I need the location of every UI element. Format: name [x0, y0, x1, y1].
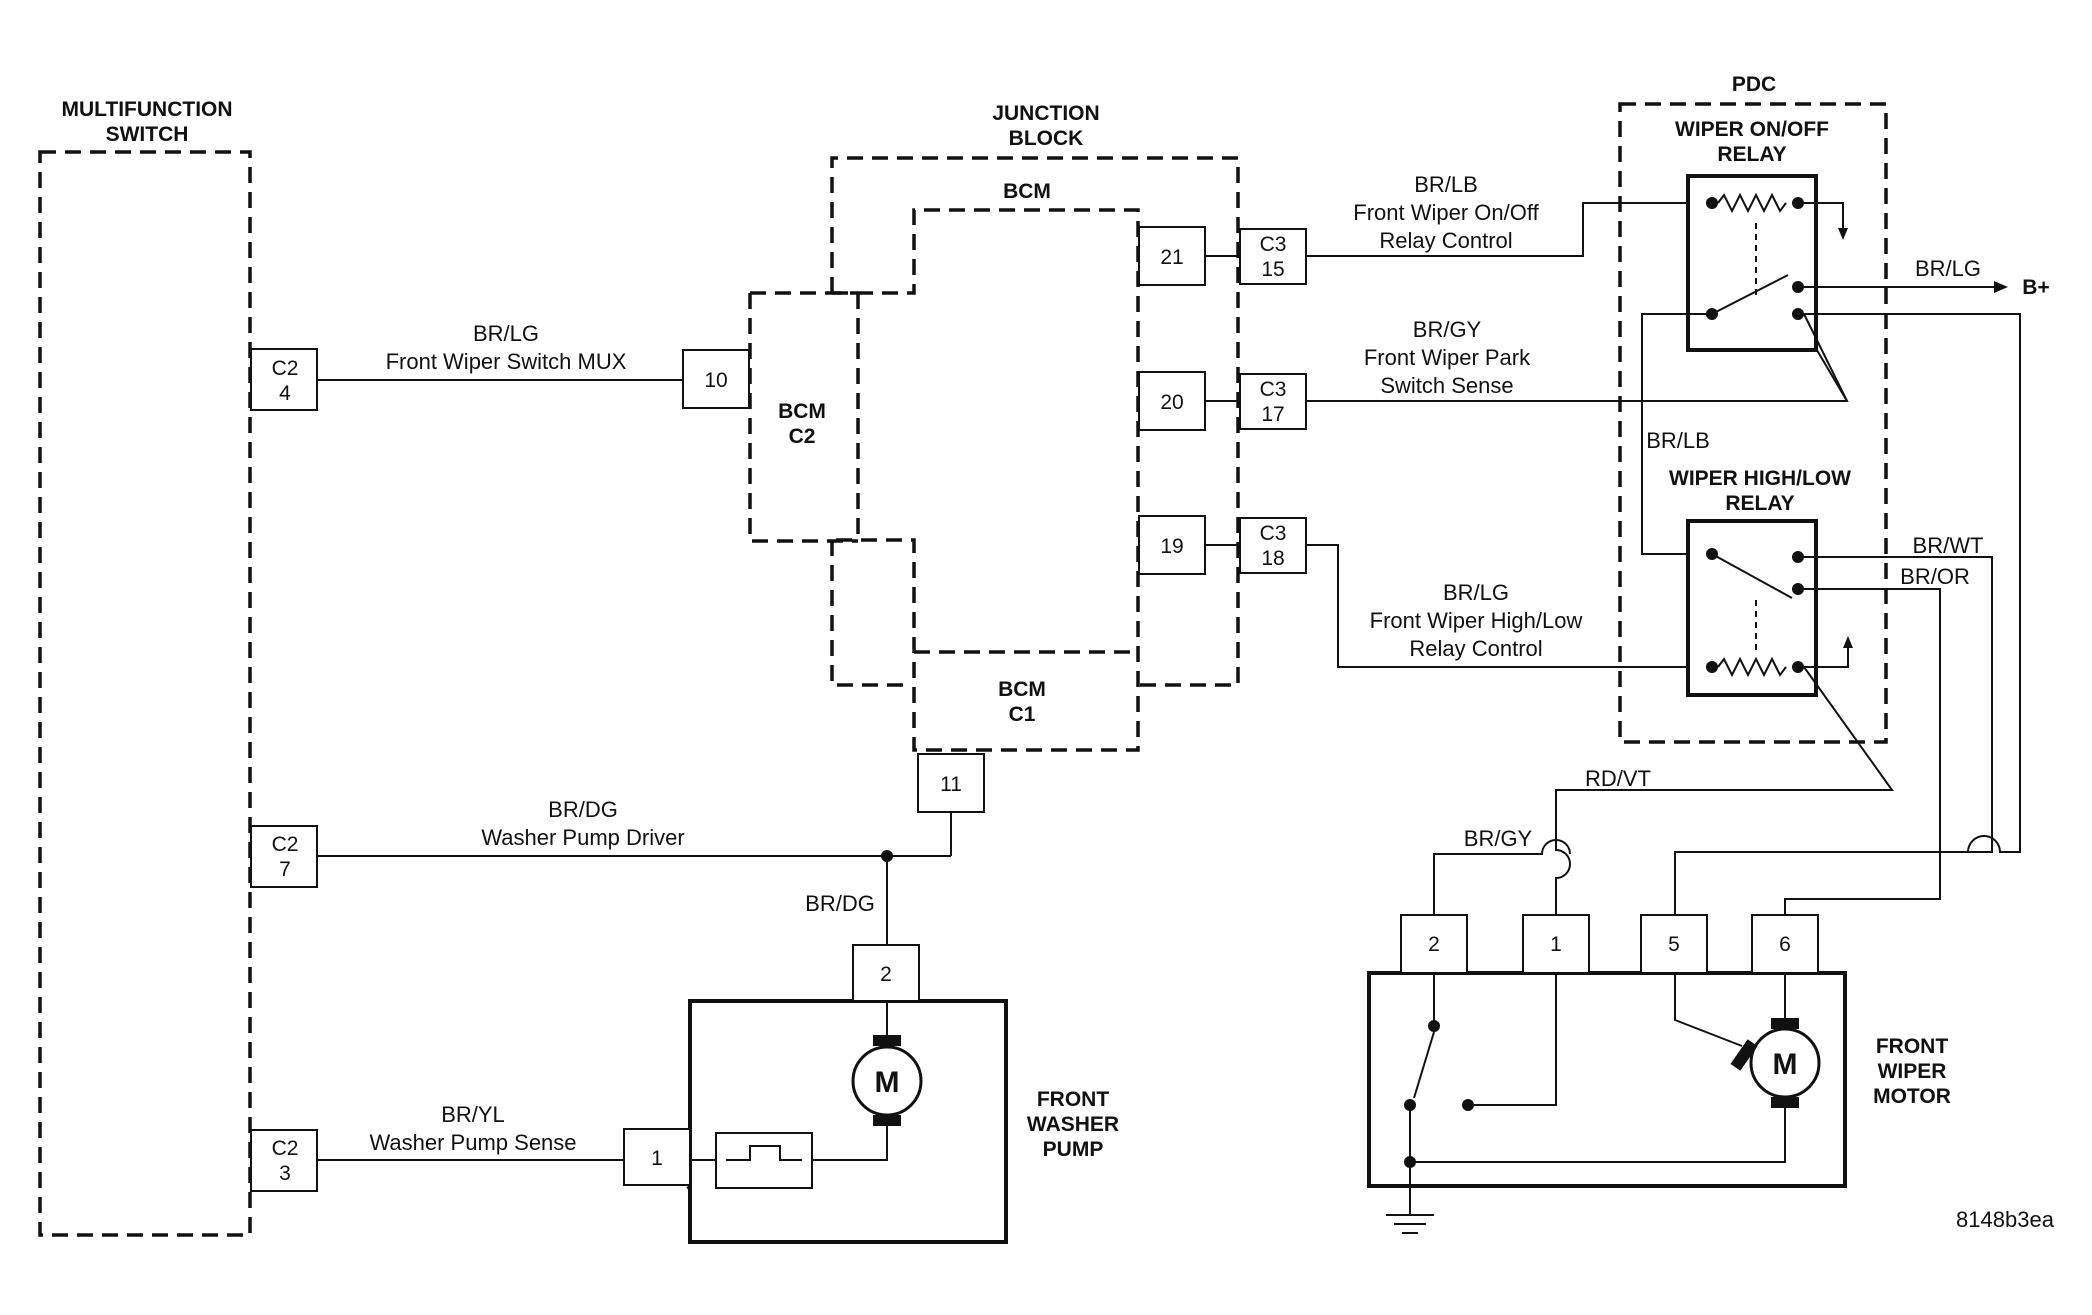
figure-id: 8148b3ea: [1956, 1207, 2055, 1232]
wire-color-label-branch: BR/DG: [805, 891, 875, 916]
front-washer-pump: 2 1 M FRONT WASHER PUMP: [623, 944, 1119, 1244]
wire-motor-pin5: [1674, 851, 1940, 915]
pdc: PDC: [1618, 73, 1888, 744]
multifunction-switch-title-line1: MULTIFUNCTION: [61, 98, 232, 121]
junction-block-title-line2: BLOCK: [1009, 127, 1084, 150]
wiper-highlow-relay: WIPER HIGH/LOW RELAY: [1669, 467, 1853, 697]
bcm-c2-label-line2: C2: [789, 425, 816, 448]
pin-label: 11: [940, 773, 962, 796]
pin-label: 20: [1160, 391, 1183, 414]
wire-color-label: BR/LG: [1915, 256, 1981, 281]
pump-pin-1: 1: [651, 1147, 663, 1170]
wire-color-label: BR/LG: [473, 321, 539, 346]
wire-color-label: BR/WT: [1913, 533, 1984, 558]
motor-pin-1: 1: [1550, 933, 1562, 956]
relay-title-line1: WIPER HIGH/LOW: [1669, 467, 1851, 490]
motor-title-line1: FRONT: [1876, 1035, 1948, 1058]
wire-color-label: BR/LB: [1414, 172, 1478, 197]
wire-high-speed: BR/WT: [1804, 533, 1993, 853]
relay-link-label: BR/LB: [1646, 428, 1710, 453]
wire-color-label: BR/OR: [1900, 564, 1970, 589]
connector-bcm-19: 19: [1138, 515, 1206, 575]
circuit-name-label: Front Wiper Park: [1364, 345, 1531, 370]
wire-front-wiper-switch-mux: BR/LG Front Wiper Switch MUX: [317, 321, 683, 381]
wire-washer-pump-sense: BR/YL Washer Pump Sense: [317, 1102, 624, 1161]
connector-bcm-20: 20: [1138, 371, 1206, 431]
connector-bcm-21: 21: [1138, 226, 1206, 286]
wire-color-label: RD/VT: [1585, 766, 1651, 791]
connector-label: C3: [1260, 378, 1287, 401]
wire-washer-pump-driver: BR/DG Washer Pump Driver BR/DG: [317, 797, 952, 945]
circuit-name-label: Front Wiper On/Off: [1353, 200, 1539, 225]
wire-low-speed: BR/OR: [1784, 564, 1970, 915]
circuit-name-label: Front Wiper Switch MUX: [386, 349, 627, 374]
wire-motor-feed: RD/VT: [1555, 666, 1894, 915]
motor-pin-5: 5: [1668, 933, 1680, 956]
b-plus-feed: BR/LG B+: [1804, 256, 2050, 299]
connector-bcm-c2-10: 10: [682, 349, 750, 409]
wire-color-label: BR/LG: [1443, 580, 1509, 605]
connector-label: C2: [272, 833, 299, 856]
front-wiper-motor: 2 1 5 6 M FRONT WIPER MOTOR: [1367, 914, 1951, 1234]
pump-title-line3: PUMP: [1043, 1138, 1104, 1161]
wire-color-label: BR/GY: [1464, 826, 1533, 851]
wiper-onoff-relay: WIPER ON/OFF RELAY: [1641, 118, 1848, 555]
bcm-c1-label-line2: C1: [1009, 703, 1036, 726]
pump-title-line1: FRONT: [1037, 1088, 1109, 1111]
multifunction-switch: MULTIFUNCTION SWITCH: [38, 98, 252, 1237]
connector-msw-c2-7: C2 7: [250, 825, 318, 888]
bcm-c2-label-line1: BCM: [778, 400, 826, 423]
connector-pin: 7: [279, 858, 291, 881]
connector-jb-c3-17: C3 17: [1239, 373, 1307, 430]
connector-label: C3: [1260, 522, 1287, 545]
connector-jb-c3-15: C3 15: [1239, 228, 1307, 285]
wire-color-label: BR/YL: [441, 1102, 505, 1127]
connector-pin: 3: [279, 1162, 291, 1185]
wire-color-label: BR/DG: [548, 797, 618, 822]
connector-bcm-c1-11: 11: [917, 753, 985, 813]
motor-pin-6: 6: [1779, 933, 1791, 956]
connector-pin: 18: [1261, 547, 1284, 570]
connector-msw-c2-3: C2 3: [250, 1129, 318, 1192]
wiper-motor-symbol: M: [1773, 1048, 1798, 1081]
wire-relay-common: [1804, 313, 2021, 853]
connector-jb-c3-18: C3 18: [1239, 517, 1307, 574]
connector-pin: 15: [1261, 258, 1284, 281]
junction-block-title-line1: JUNCTION: [992, 102, 1099, 125]
connector-label: C2: [272, 357, 299, 380]
motor-title-line3: MOTOR: [1873, 1085, 1951, 1108]
wire-onoff-relay-control: BR/LB Front Wiper On/Off Relay Control: [1306, 172, 1706, 257]
relay-title-line1: WIPER ON/OFF: [1675, 118, 1829, 141]
relay-title-line2: RELAY: [1725, 492, 1794, 515]
motor-pin-2: 2: [1428, 933, 1440, 956]
connector-pin: 17: [1261, 403, 1284, 426]
pump-pin-2: 2: [880, 963, 892, 986]
relay-title-line2: RELAY: [1717, 143, 1786, 166]
pump-motor-symbol: M: [875, 1066, 900, 1099]
circuit-name-label: Front Wiper High/Low: [1370, 608, 1583, 633]
circuit-name-label-2: Switch Sense: [1380, 373, 1513, 398]
pin-label: 21: [1160, 246, 1183, 269]
pdc-title: PDC: [1732, 73, 1776, 96]
connector-label: C2: [272, 1137, 299, 1160]
circuit-name-label-2: Relay Control: [1409, 636, 1542, 661]
b-plus-label: B+: [2022, 276, 2049, 299]
multifunction-switch-title-line2: SWITCH: [106, 123, 189, 146]
circuit-name-label: Washer Pump Driver: [481, 825, 684, 850]
motor-title-line2: WIPER: [1878, 1060, 1947, 1083]
pump-title-line2: WASHER: [1027, 1113, 1119, 1136]
connector-pin: 4: [279, 382, 291, 405]
connector-msw-c2-4: C2 4: [250, 348, 318, 411]
wire-color-label: BR/GY: [1413, 317, 1482, 342]
pin-label: 10: [704, 369, 727, 392]
circuit-name-label: Washer Pump Sense: [369, 1130, 576, 1155]
wire-highlow-relay-control: BR/LG Front Wiper High/Low Relay Control: [1306, 544, 1706, 668]
circuit-name-label-2: Relay Control: [1379, 228, 1512, 253]
connector-label: C3: [1260, 233, 1287, 256]
bcm-label: BCM: [1003, 180, 1051, 203]
pin-label: 19: [1160, 535, 1183, 558]
bcm-c1-label-line1: BCM: [998, 678, 1046, 701]
wire-park-switch: BR/GY: [1433, 826, 1571, 915]
